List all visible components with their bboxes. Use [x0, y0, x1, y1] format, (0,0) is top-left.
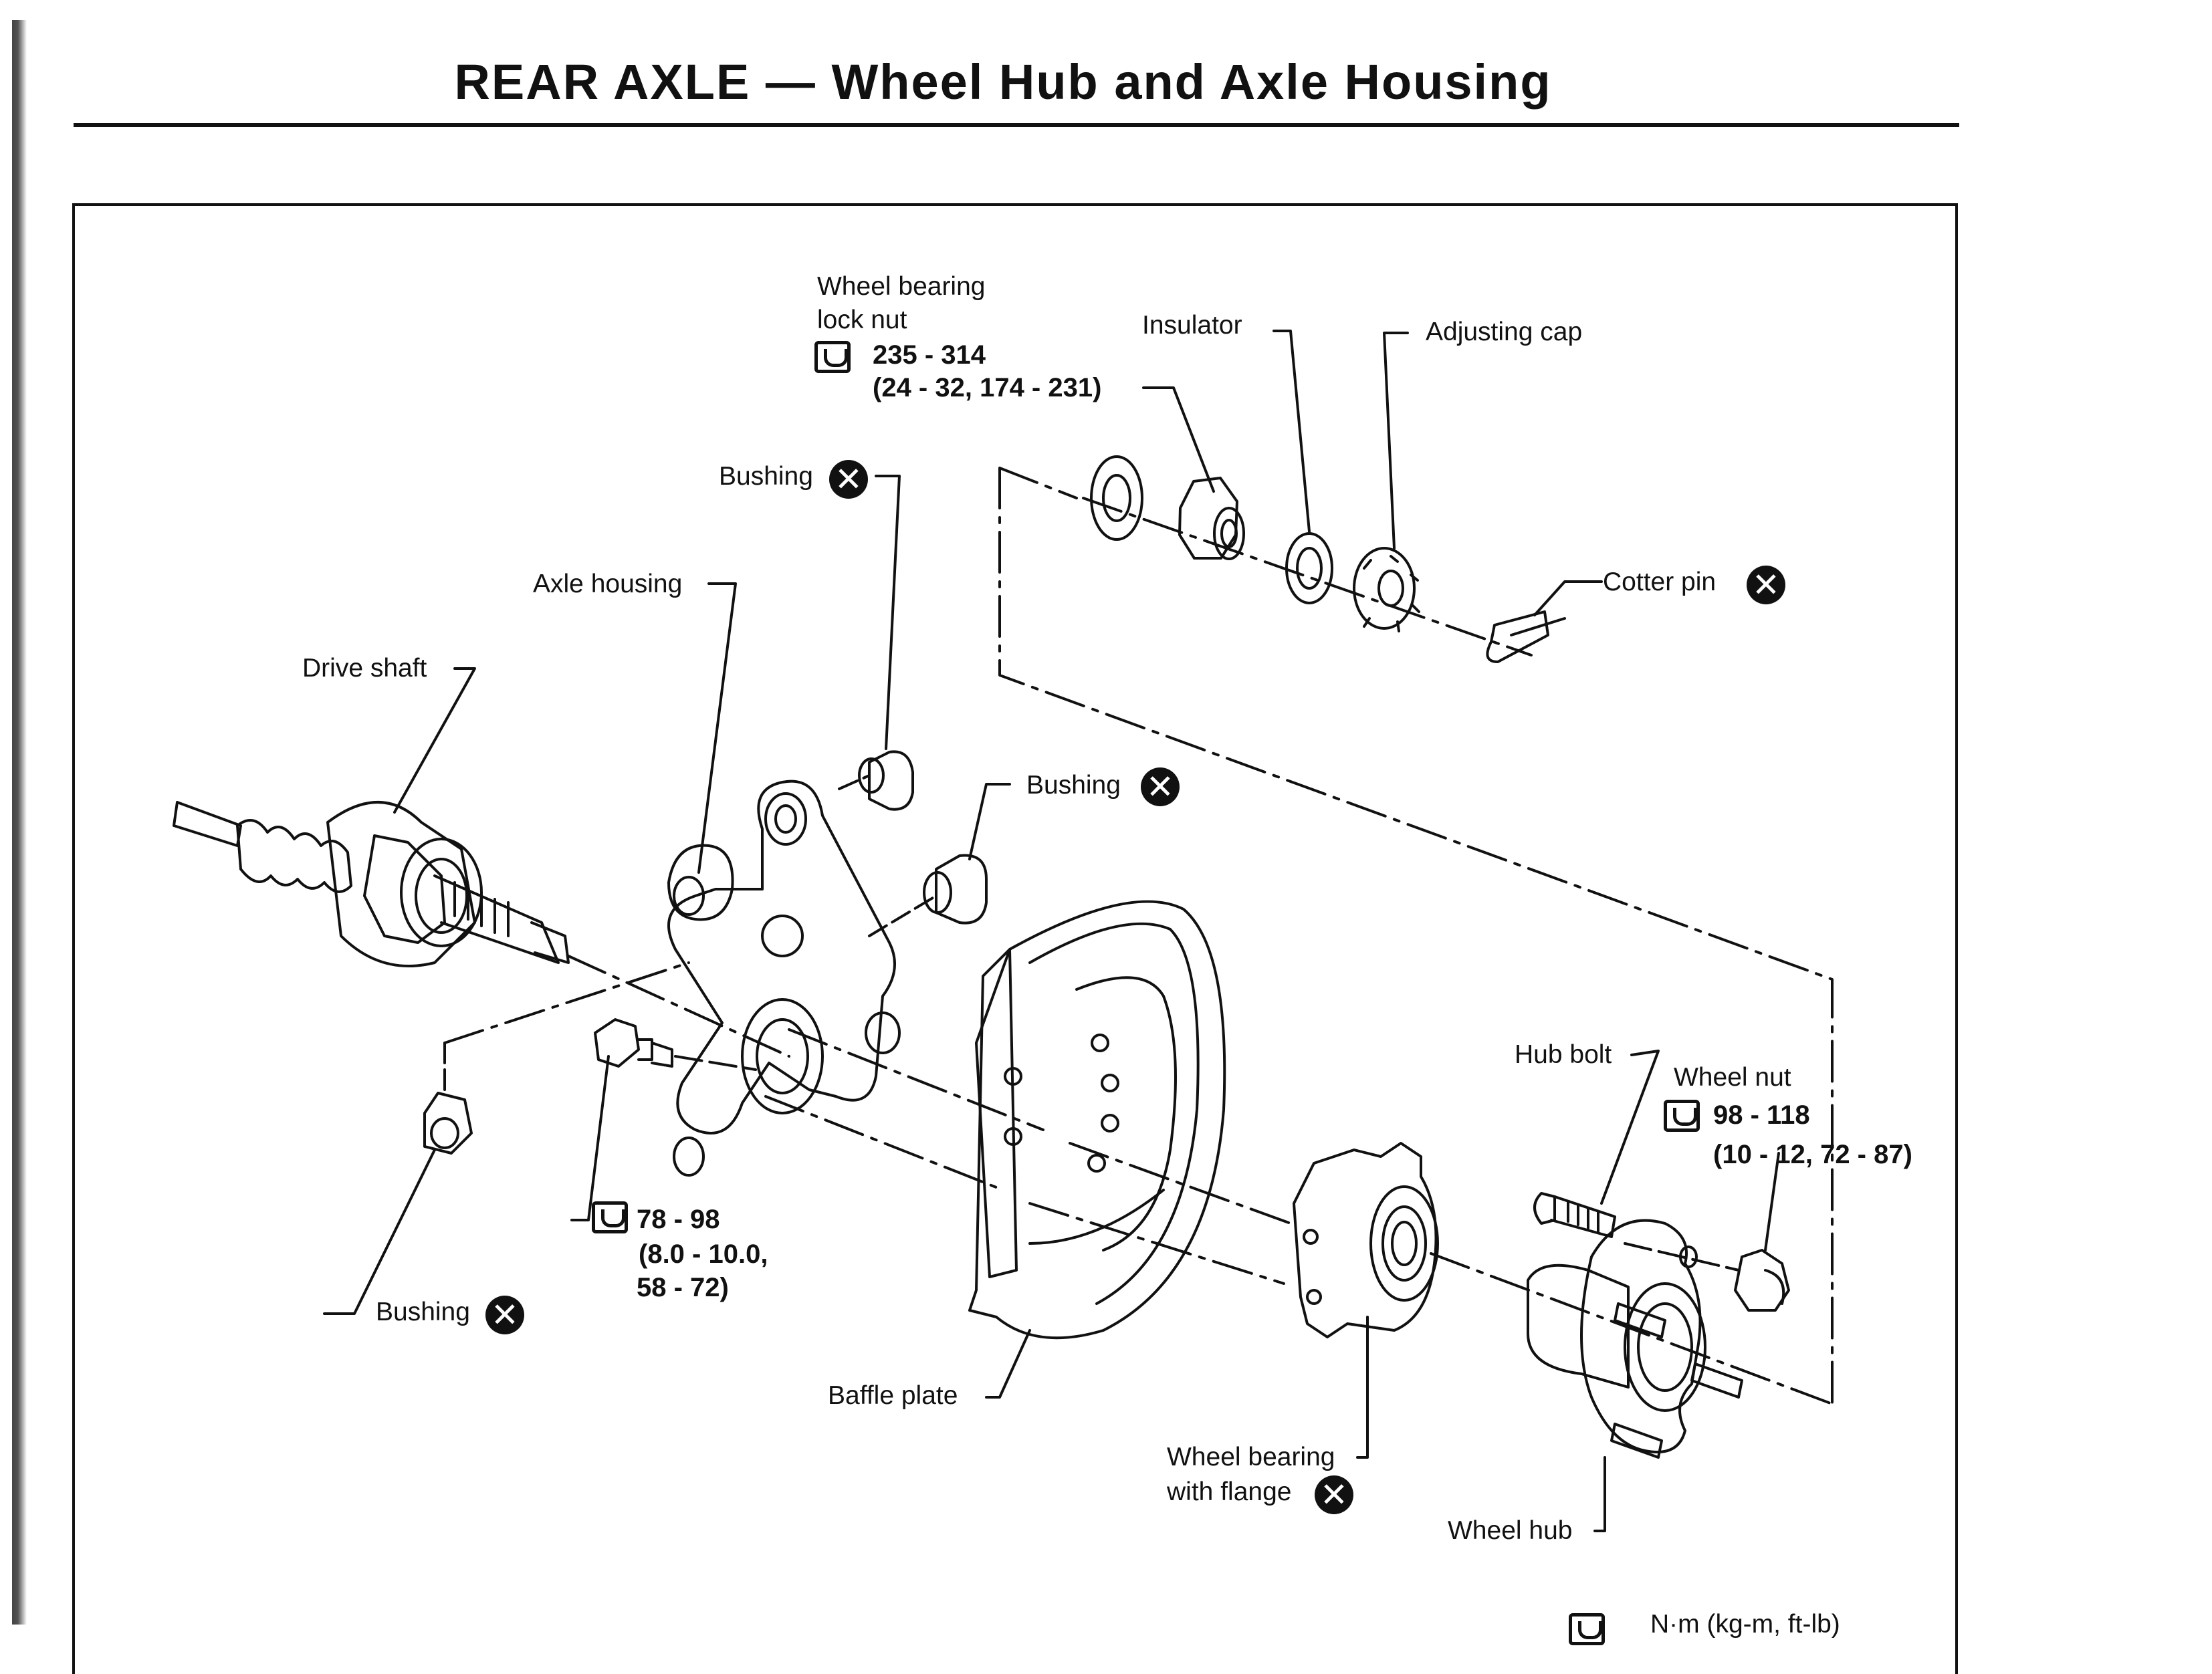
diagram-frame: [72, 203, 1958, 1674]
bushing-mid-axis: [868, 894, 937, 937]
label-adjusting-cap: Adjusting cap: [1426, 318, 1583, 346]
leader-baffle-plate: [985, 1329, 1031, 1399]
leader-wheel-hub: [1593, 1456, 1606, 1532]
torque-wrench-icon: [592, 1201, 628, 1233]
label-wheel-bearing-lock-nut-1: Wheel bearing: [817, 272, 986, 301]
hub-bolt-part: [1533, 1192, 1616, 1238]
label-wheel-bearing-flange-1: Wheel bearing: [1167, 1443, 1335, 1471]
bearing-axis: [1430, 1252, 1834, 1405]
x-circle-icon: ✕: [1747, 566, 1785, 604]
x-circle-icon: ✕: [485, 1296, 524, 1334]
small-parts-axis: [1082, 497, 1533, 656]
housing-bolt-part: [594, 1018, 673, 1068]
label-wheel-nut: Wheel nut: [1674, 1063, 1791, 1092]
scan-edge-left: [12, 20, 27, 1625]
label-cotter-pin: Cotter pin: [1603, 568, 1717, 596]
torque-wrench-icon: [814, 341, 851, 373]
leader-wheel-bearing: [1356, 1316, 1369, 1459]
x-circle-icon: ✕: [1315, 1475, 1353, 1514]
leader-insulator: [1273, 330, 1311, 533]
leader-axle-housing: [697, 582, 737, 874]
shaft-axis: [567, 955, 790, 1058]
insulator-part: [1285, 532, 1333, 604]
wheel-nut-part: [1734, 1249, 1790, 1312]
label-hub-bolt: Hub bolt: [1515, 1040, 1612, 1069]
bolt-torque-value: 78 - 98: [637, 1205, 720, 1234]
legend-unit: N·m (kg-m, ft-lb): [1650, 1610, 1840, 1639]
drive-shaft-part: [173, 801, 570, 967]
adjusting-cap-part: [1353, 547, 1420, 632]
housing-axis-left: [443, 961, 690, 1044]
leader-wheel-nut: [1764, 1152, 1780, 1251]
leader-lock-nut: [1142, 386, 1215, 493]
wheel-nut-torque-value: 98 - 118: [1713, 1100, 1810, 1130]
lock-nut-torque-value: 235 - 314: [873, 340, 986, 370]
bolt-axis: [674, 1055, 757, 1071]
bushing-top-part: [858, 750, 914, 811]
label-insulator: Insulator: [1142, 311, 1242, 340]
title-rule: [74, 123, 1959, 127]
bushing-bottom-part: [423, 1092, 473, 1155]
x-circle-icon: ✕: [829, 460, 868, 499]
washer: [1090, 455, 1143, 541]
leader-hub-bolt: [1600, 1050, 1660, 1205]
bushing-top-axis: [838, 774, 871, 790]
label-wheel-bearing-lock-nut-2: lock nut: [817, 306, 907, 334]
torque-wrench-icon: [1664, 1100, 1700, 1132]
leader-drive-shaft: [393, 667, 476, 814]
cotter-pin-part: [1486, 610, 1566, 663]
leader-adjusting-cap: [1383, 332, 1409, 550]
bushing-mid-part: [923, 854, 988, 925]
assembly-outline: [998, 467, 1834, 1405]
label-bushing-mid: Bushing: [1026, 771, 1121, 800]
leader-bushing-top: [875, 475, 901, 750]
label-wheel-bearing-flange-2: with flange: [1167, 1477, 1292, 1506]
label-bushing-top: Bushing: [719, 462, 813, 491]
leader-bushing-bottom: [323, 1149, 436, 1315]
page-title: REAR AXLE — Wheel Hub and Axle Housing: [454, 54, 1552, 110]
baffle-axis-upper: [788, 1028, 1292, 1225]
axle-housing-part: [667, 780, 901, 1177]
wheel-hub-part: [1527, 1219, 1743, 1459]
bolt-torque-range-1: (8.0 - 10.0,: [639, 1239, 768, 1269]
exploded-view-diagram: [173, 330, 1834, 1532]
wheel-nut-torque-range: (10 - 12, 72 - 87): [1713, 1140, 1912, 1169]
baffle-axis-lower: [764, 1095, 1285, 1285]
label-baffle-plate: Baffle plate: [828, 1381, 958, 1410]
wheel-bearing-part: [1293, 1142, 1439, 1338]
label-bushing-bottom: Bushing: [376, 1298, 470, 1326]
label-axle-housing: Axle housing: [533, 570, 683, 598]
leader-bolt-torque: [570, 1055, 610, 1221]
x-circle-icon: ✕: [1141, 767, 1180, 806]
leader-bushing-mid: [968, 783, 1011, 860]
leader-cotter-pin: [1533, 580, 1603, 616]
label-wheel-hub: Wheel hub: [1448, 1516, 1573, 1545]
torque-wrench-icon: [1569, 1613, 1605, 1645]
bolt-torque-range-2: 58 - 72): [637, 1273, 729, 1302]
lock-nut: [1178, 477, 1245, 560]
lock-nut-torque-range: (24 - 32, 174 - 231): [873, 373, 1102, 402]
baffle-plate-part: [968, 900, 1226, 1340]
label-drive-shaft: Drive shaft: [302, 654, 427, 683]
